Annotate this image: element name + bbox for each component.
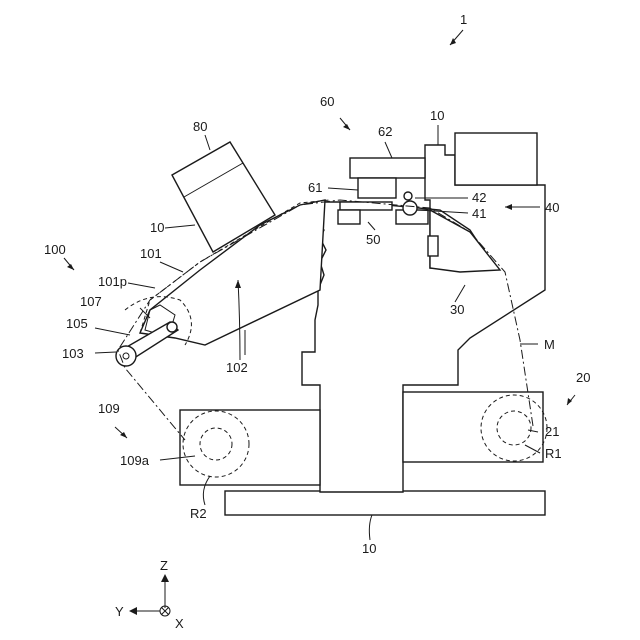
axis-label-z: Z <box>160 558 168 573</box>
axis-label-y: Y <box>115 604 124 619</box>
label-10-base: 10 <box>362 541 376 556</box>
z-axis-arrow <box>161 574 169 582</box>
label-101p: 101p <box>98 274 127 289</box>
label-102: 102 <box>226 360 248 375</box>
roller-42 <box>404 192 412 200</box>
axis-indicator <box>129 574 170 616</box>
label-109: 109 <box>98 401 120 416</box>
label-R2: R2 <box>190 506 207 521</box>
label-80: 80 <box>193 119 207 134</box>
label-21: 21 <box>545 424 559 439</box>
label-61: 61 <box>308 180 322 195</box>
roller-103 <box>116 346 136 366</box>
label-fig-ref: 1 <box>460 12 467 27</box>
roller-41 <box>403 201 417 215</box>
head-61 <box>358 178 396 198</box>
label-101: 101 <box>140 246 162 261</box>
label-20: 20 <box>576 370 590 385</box>
label-R1: R1 <box>545 446 562 461</box>
label-M: M <box>544 337 555 352</box>
arm-pivot <box>167 322 177 332</box>
label-60: 60 <box>320 94 334 109</box>
upper-right-block <box>455 133 537 185</box>
platen-left-support <box>338 210 360 224</box>
right-lower-block <box>403 392 543 462</box>
label-109a: 109a <box>120 453 150 468</box>
platen-50 <box>340 202 392 210</box>
y-axis-arrow <box>129 607 137 615</box>
label-107: 107 <box>80 294 102 309</box>
label-40: 40 <box>545 200 559 215</box>
left-lower-block <box>180 410 320 485</box>
label-105: 105 <box>66 316 88 331</box>
label-10-left: 10 <box>150 220 164 235</box>
label-30: 30 <box>450 302 464 317</box>
base-plate <box>225 491 545 515</box>
label-41: 41 <box>472 206 486 221</box>
axis-label-x: X <box>175 616 184 631</box>
head-plate-62 <box>350 158 425 178</box>
label-62: 62 <box>378 124 392 139</box>
label-10-top: 10 <box>430 108 444 123</box>
guide-bracket <box>428 236 438 256</box>
label-50: 50 <box>366 232 380 247</box>
label-100: 100 <box>44 242 66 257</box>
label-42: 42 <box>472 190 486 205</box>
label-103: 103 <box>62 346 84 361</box>
